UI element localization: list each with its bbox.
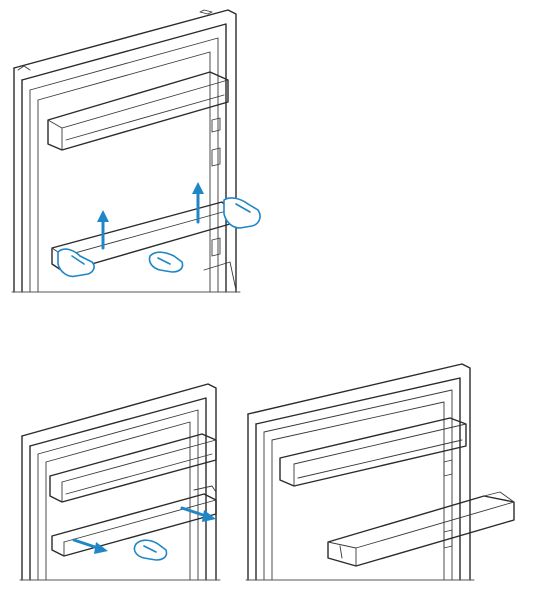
door-frame: [245, 363, 475, 581]
door-frame: [11, 9, 241, 293]
upper-door-bin: [47, 71, 229, 151]
door-diagram-2: [19, 383, 221, 581]
up-arrow-icon: [192, 182, 204, 224]
lower-door-bin: [51, 485, 217, 557]
removed-door-bin: [327, 491, 515, 567]
hand-icon: [223, 197, 261, 229]
outward-arrow-icon: [180, 506, 216, 522]
panel-step-2: [18, 380, 240, 585]
panel-step-1: [0, 0, 300, 300]
up-arrow-icon: [97, 210, 109, 250]
outward-arrow-icon: [72, 538, 108, 554]
door-diagram-3: [245, 363, 515, 581]
upper-door-bin: [49, 433, 217, 503]
door-diagram-1: [11, 9, 261, 293]
upper-door-bin: [279, 417, 467, 487]
hand-icon: [57, 248, 95, 278]
panel-step-3: [244, 362, 528, 585]
hand-icon: [133, 539, 168, 561]
door-rail: [203, 117, 237, 291]
hand-icon: [148, 251, 184, 273]
